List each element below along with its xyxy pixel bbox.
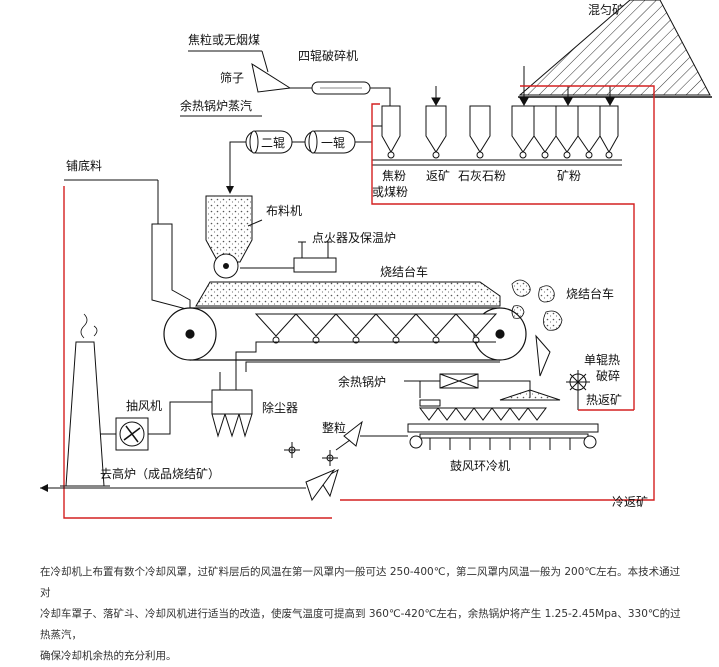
label-blower-cooler: 鼓风环冷机 — [450, 459, 510, 473]
caption: 在冷却机上布置有数个冷却风罩，过矿料层后的风温在第一风罩内一般可达 250-40… — [40, 562, 690, 667]
label-waste-heat-boiler: 余热锅炉 — [338, 374, 386, 389]
label-coke-powder: 焦粉 — [382, 169, 406, 183]
label-hot-return-ore: 热返矿 — [586, 393, 622, 407]
four-roll-crusher — [311, 81, 371, 95]
bin-coke-powder — [381, 105, 401, 159]
label-dust-collector: 除尘器 — [262, 400, 298, 415]
dust-collector — [211, 372, 253, 438]
label-screen: 筛子 — [220, 70, 244, 85]
caption-line-2: 冷却车罩子、落矿斗、冷却风机进行适当的改造，使废气温度可提高到 360℃-420… — [40, 608, 681, 641]
label-waste-heat-steam: 余热锅炉蒸汽 — [180, 98, 252, 113]
bins-ore-powder — [511, 105, 619, 159]
distributor-hopper — [205, 195, 253, 279]
label-single-roll-2: 破碎 — [596, 368, 620, 383]
granulation-crushers — [284, 442, 338, 466]
caption-line-1: 在冷却机上布置有数个冷却风罩，过矿料层后的风温在第一风罩内一般可达 250-40… — [40, 566, 681, 599]
chute — [535, 334, 551, 377]
flue-duct — [235, 341, 500, 372]
label-return-ore: 返矿 — [426, 169, 450, 183]
screen — [251, 62, 292, 93]
bin-limestone — [469, 105, 491, 159]
label-granulation: 整粒 — [322, 420, 346, 435]
label-cold-return-ore: 冷返矿 — [612, 495, 648, 509]
annular-cooler — [407, 389, 599, 450]
label-coke-powder-2: 或煤粉 — [372, 185, 408, 199]
label-ore-powder: 矿粉 — [557, 169, 581, 183]
label-roller-two: 二辊 — [261, 136, 285, 150]
label-igniter: 点火器及保温炉 — [312, 231, 396, 245]
exhaust-fan — [115, 417, 149, 451]
label-coke-or-coal: 焦粒或无烟煤 — [188, 32, 260, 47]
bin-return-ore — [425, 105, 447, 159]
label-distributor: 布料机 — [266, 204, 302, 218]
sinter-chunks — [511, 279, 563, 331]
label-mixed-ore: 混匀矿 — [588, 3, 624, 17]
label-bedding-material: 铺底料 — [66, 158, 102, 173]
roller-two — [245, 130, 293, 154]
label-to-blast-furnace: 去高炉（成品烧结矿） — [100, 466, 220, 481]
mixed-ore-stockpile — [518, 0, 712, 98]
label-single-roll-1: 单辊热 — [584, 353, 620, 367]
label-sinter-trolley-1: 烧结台车 — [380, 264, 428, 279]
chimney — [60, 313, 110, 487]
bedding-hopper — [151, 223, 191, 311]
label-four-roll-crusher: 四辊破碎机 — [298, 48, 358, 63]
single-roll-crusher — [566, 370, 590, 394]
label-limestone-powder: 石灰石粉 — [458, 169, 506, 183]
waste-heat-boiler — [439, 373, 479, 389]
label-exhaust-fan: 抽风机 — [126, 399, 162, 413]
sintering-process-diagram: 混匀矿 焦粒或无烟煤 筛子 四辊破碎机 余热锅炉蒸汽 二辊 一辊 — [40, 0, 712, 519]
wind-boxes — [254, 313, 498, 344]
bin-feed-arrows — [431, 66, 615, 107]
label-roller-one: 一辊 — [321, 136, 345, 150]
caption-line-3: 确保冷却机余热的充分利用。 — [40, 650, 177, 662]
granulation-screens — [305, 420, 363, 502]
return-ore-loop — [63, 85, 655, 519]
sinter-bed — [195, 281, 501, 307]
igniter — [293, 241, 337, 273]
label-sinter-trolley-2: 烧结台车 — [566, 286, 614, 301]
